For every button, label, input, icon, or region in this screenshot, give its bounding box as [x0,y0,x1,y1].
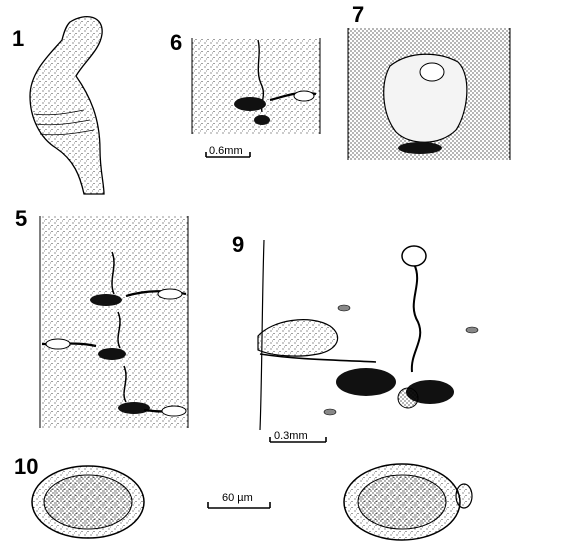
scale-label-6: 0.6mm [209,145,243,157]
uterus-5c [123,365,127,403]
uterus-9 [410,263,422,373]
strobila-outline [29,16,105,195]
figure-9-label: 9 [232,232,244,257]
cirrus-sac-9 [257,319,339,357]
figure-5: 5 [15,206,189,428]
ovary-6 [234,97,266,111]
vagina-9 [259,353,377,363]
scale-label-9: 0.3mm [274,430,308,442]
figure-10: 10 60 µm [14,454,473,541]
figure-7: 7 [347,2,511,160]
uterus-7 [383,53,468,143]
egg-operculum [455,483,473,509]
figure-6-label: 6 [170,30,182,55]
figure-9: 9 0.3mm [232,232,479,443]
figure-1: 1 [12,16,105,195]
scale-label-10: 60 µm [222,492,253,504]
seminal-receptacle-9 [401,245,427,267]
uterus-5a [111,251,115,295]
figure-6: 6 0.6mm [170,30,321,158]
proglottid-5-body [40,216,188,428]
figure-7-label: 7 [352,2,364,27]
figure-5-label: 5 [15,206,27,231]
ovary-9 [336,368,396,396]
figure-10-label: 10 [14,454,38,479]
uterus-5b [117,311,121,349]
strobila-segment-lines [33,109,95,136]
figure-1-label: 1 [12,26,24,51]
